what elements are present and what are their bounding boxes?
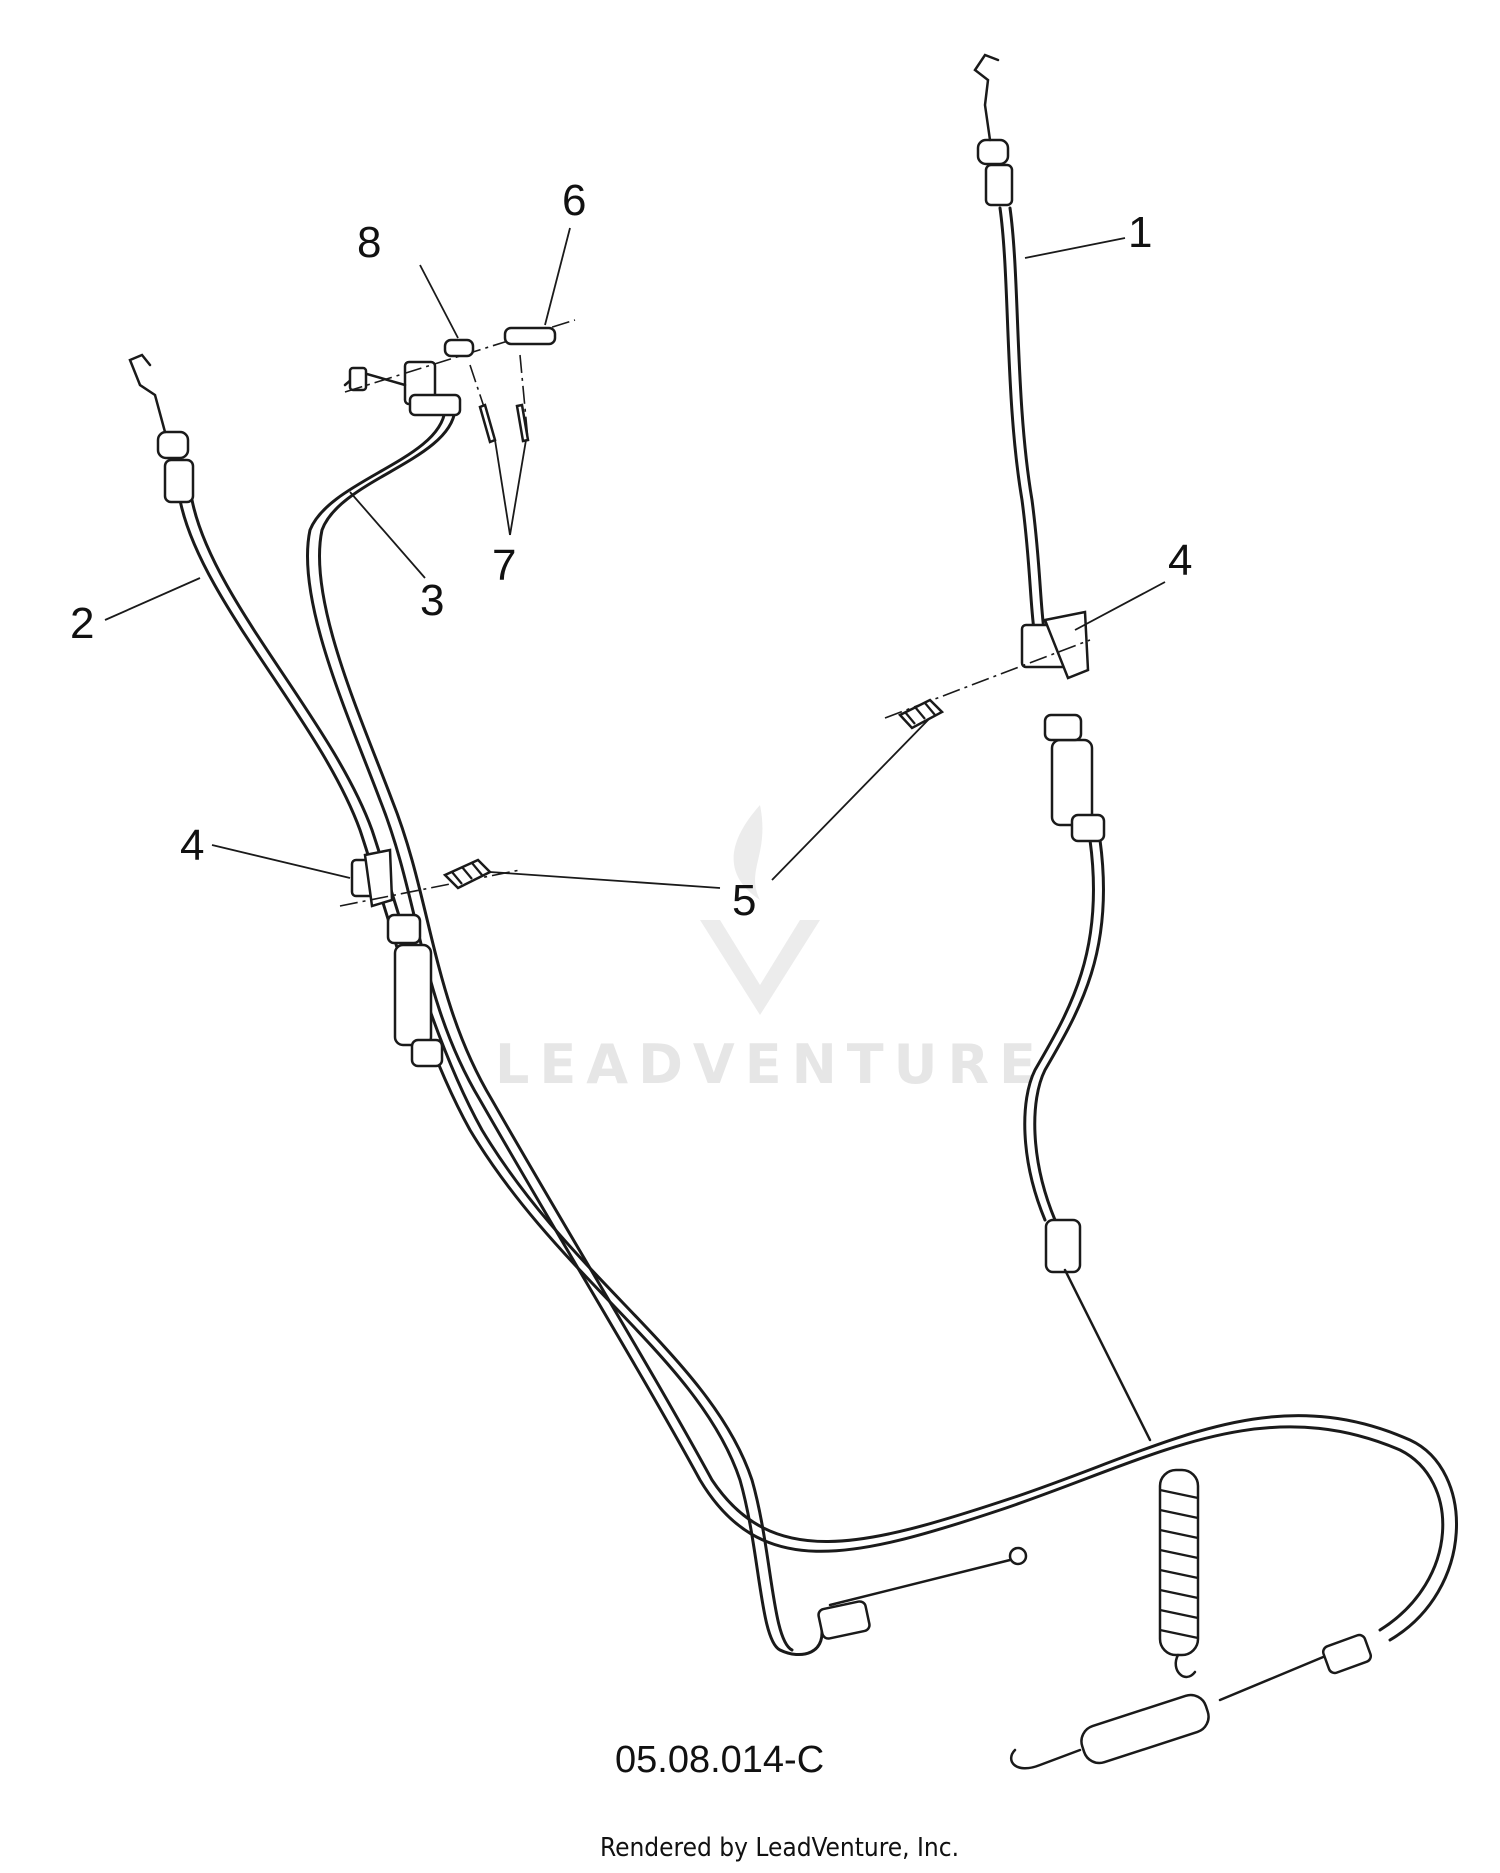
cable-3-bottom-fitting <box>817 1600 871 1640</box>
render-footer: Rendered by LeadVenture, Inc. <box>600 1833 959 1863</box>
callout-7: 7 <box>492 541 516 590</box>
leader-lines <box>104 227 1166 889</box>
callout-4-right: 4 <box>1168 536 1192 585</box>
cable-1 <box>973 53 1200 1679</box>
bracket-4-right <box>884 610 1091 719</box>
callouts: 1 2 3 4 4 5 6 7 8 <box>70 176 1192 925</box>
parts-6-7-8 <box>344 319 576 444</box>
cable-3-lower-collar <box>410 1038 444 1068</box>
cable-1-top-ferrule <box>976 138 1010 166</box>
callout-1: 1 <box>1128 208 1152 257</box>
lever-assembly <box>343 360 462 417</box>
cable-3-end-loop <box>1008 1546 1028 1566</box>
cable-3-end-fitting <box>1321 1633 1373 1675</box>
screw-5-right <box>897 698 945 730</box>
watermark: LEADVENTURE <box>495 805 1046 1096</box>
spring-horizontal <box>1080 1693 1210 1765</box>
part-7-clip-b <box>515 403 530 443</box>
drawing-code: 05.08.014-C <box>615 1739 824 1781</box>
cable-1-top-fitting <box>984 163 1014 207</box>
part-8-bushing <box>443 338 475 358</box>
callout-8: 8 <box>357 218 381 267</box>
callout-2: 2 <box>70 599 94 648</box>
cable-1-grip <box>1050 738 1094 827</box>
cable-3-collar <box>386 913 422 945</box>
part-6-pin <box>503 326 557 346</box>
cable-3 <box>305 360 1458 1770</box>
cable-1-lower-collar <box>1070 813 1106 843</box>
cable-1-collar <box>1043 713 1083 742</box>
cable-2 <box>128 353 824 1657</box>
bracket-4-left <box>339 848 521 908</box>
callout-3: 3 <box>420 576 444 625</box>
callout-4-left: 4 <box>180 821 204 870</box>
cable-1-bottom-fitting <box>1044 1218 1082 1274</box>
watermark-text: LEADVENTURE <box>495 1033 1046 1096</box>
watermark-logo-icon <box>700 805 820 1015</box>
cable-2-top-fitting <box>163 458 195 504</box>
callout-5: 5 <box>732 876 756 925</box>
callout-6: 6 <box>562 176 586 225</box>
cable-2-top-ferrule <box>156 430 190 460</box>
part-7-clip-a <box>478 403 497 444</box>
screw-5-left <box>442 858 493 890</box>
cable-3-grip <box>393 943 433 1047</box>
